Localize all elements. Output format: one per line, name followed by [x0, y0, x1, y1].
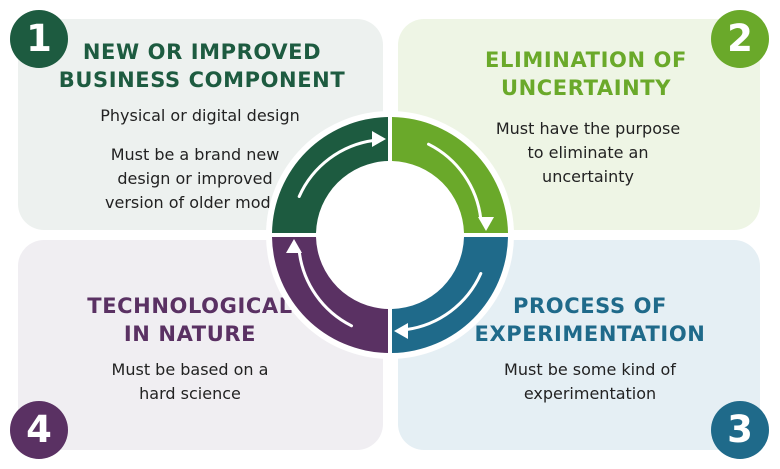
quadrant-2-title-line: UNCERTAINTY: [500, 76, 672, 100]
quadrant-2-desc-line: uncertainty: [542, 167, 634, 186]
quadrant-1-title-line: BUSINESS COMPONENT: [58, 68, 346, 92]
step-number-3-badge: 3: [711, 401, 769, 459]
quadrant-3-title-line: PROCESS OF: [513, 294, 667, 318]
quadrant-1-description-a: Physical or digital design: [75, 104, 325, 128]
quadrant-3-title: PROCESS OF EXPERIMENTATION: [470, 292, 710, 348]
ring-arrow-2: [427, 142, 483, 221]
quadrant-2-desc-line: Must have the purpose: [495, 119, 681, 138]
step-number-2-badge: 2: [711, 10, 769, 68]
ring-segment-1: [272, 117, 388, 233]
quadrant-4-title-line: IN NATURE: [123, 322, 257, 346]
ring-arrow-3: [404, 272, 483, 332]
quadrant-2-description: Must have the purpose to eliminate an un…: [468, 117, 708, 189]
ring-segment-3: [392, 237, 508, 353]
quadrant-1-desc-line: design or improved: [117, 169, 273, 188]
quadrant-1-title-line: NEW OR IMPROVED: [82, 40, 322, 64]
quadrant-1-description-b: Must be a brand new design or improved v…: [70, 143, 320, 215]
quadrant-3-description: Must be some kind of experimentation: [470, 358, 710, 406]
quadrant-4-desc-line: hard science: [139, 384, 241, 403]
cycle-ring: [266, 111, 514, 359]
quadrant-3-desc-line: Must be some kind of: [504, 360, 676, 379]
ring-arrow-4: [297, 249, 353, 328]
step-number-4-badge: 4: [10, 401, 68, 459]
quadrant-4-desc-line: Must be based on a: [111, 360, 269, 379]
quadrant-4-title: TECHNOLOGICAL IN NATURE: [70, 292, 310, 348]
quadrant-1-desc-line: version of older model: [105, 193, 285, 212]
quadrant-2-title-line: ELIMINATION OF: [485, 48, 687, 72]
quadrant-3-title-line: EXPERIMENTATION: [474, 322, 706, 346]
quadrant-4-description: Must be based on a hard science: [70, 358, 310, 406]
ring-arrow-1: [297, 138, 376, 198]
ring-arrowhead-2: [478, 217, 494, 231]
step-number-1-badge: 1: [10, 10, 68, 68]
ring-backdrop: [266, 111, 514, 359]
quadrant-3-desc-line: experimentation: [523, 384, 657, 403]
ring-arrowhead-1: [372, 131, 386, 147]
ring-arrowhead-3: [394, 323, 408, 339]
ring-arrowhead-4: [286, 239, 302, 253]
quadrant-2-title: ELIMINATION OF UNCERTAINTY: [466, 46, 706, 102]
quadrant-1-title: NEW OR IMPROVED BUSINESS COMPONENT: [52, 38, 352, 94]
quadrant-1-desc-line: Must be a brand new: [110, 145, 280, 164]
quadrant-1-desc-line: Physical or digital design: [100, 106, 300, 125]
quadrant-2-desc-line: to eliminate an: [527, 143, 649, 162]
quadrant-4-title-line: TECHNOLOGICAL: [87, 294, 293, 318]
